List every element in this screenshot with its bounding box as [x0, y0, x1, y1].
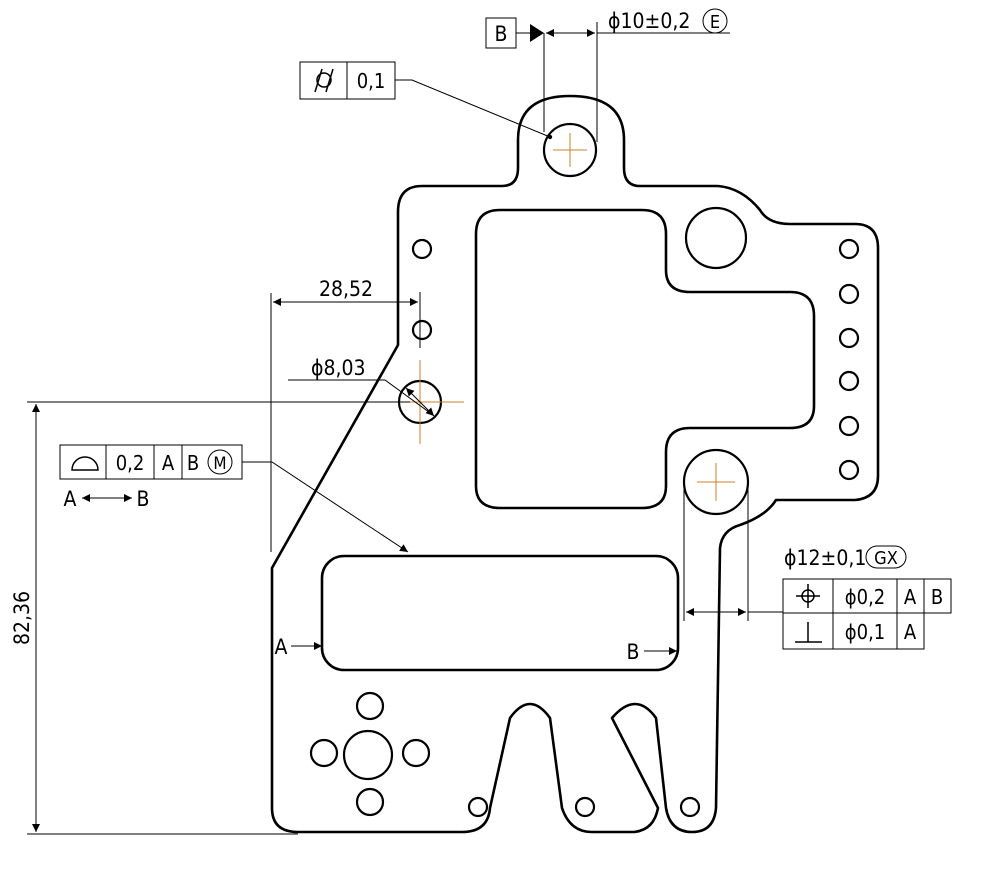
- modifier-m-text: M: [213, 454, 226, 474]
- position-datum-a: A: [904, 585, 917, 609]
- between-to: B: [137, 487, 150, 511]
- perpendicularity-frame: ϕ0,1 A: [782, 612, 925, 650]
- position-datum-b: B: [931, 585, 943, 609]
- flatness-leader: [395, 79, 551, 138]
- between-from: A: [64, 487, 77, 511]
- part-outline: [270, 94, 880, 834]
- dim-8-03-arrow: [405, 387, 435, 417]
- flatness-frame: 0,1: [299, 61, 396, 100]
- modifier-m-circle: [207, 449, 233, 475]
- datum-b-label: B: [495, 22, 508, 46]
- position-icon: [796, 584, 820, 608]
- profile-leader: [242, 461, 409, 553]
- modifier-e-text: E: [710, 12, 720, 33]
- dim-diameter-10-text: ϕ10±0,2: [608, 9, 690, 33]
- lower-slot: [320, 554, 680, 672]
- bottom-hole-3: [679, 796, 701, 818]
- position-tolerance: ϕ0,2: [845, 585, 885, 609]
- bolt-circle-pattern: [309, 691, 431, 817]
- marker-b-text: B: [627, 640, 640, 664]
- flatness-value: 0,1: [357, 69, 386, 93]
- perpendicularity-tolerance: ϕ0,1: [845, 620, 885, 644]
- profile-frame: 0,2 A B M: [59, 444, 243, 480]
- datum-b-triangle: [530, 24, 544, 42]
- cylindricity-icon: [314, 68, 334, 93]
- bottom-hole-1: [467, 796, 489, 818]
- perpendicularity-datum-a: A: [904, 620, 917, 644]
- profile-surface-icon: [71, 456, 99, 471]
- profile-datum-b: B: [187, 451, 199, 475]
- modifier-e-circle: [702, 8, 728, 34]
- marker-a-text: A: [275, 635, 288, 659]
- profile-tolerance: 0,2: [116, 451, 145, 475]
- profile-datum-a: A: [162, 451, 175, 475]
- bottom-hole-2: [574, 796, 596, 818]
- large-upper-hole: [684, 206, 748, 270]
- position-frame: ϕ0,2 A B: [782, 578, 952, 614]
- dim-diameter-12-text: ϕ12±0,1: [784, 546, 866, 570]
- left-hole-lower: [411, 319, 433, 341]
- left-hole-upper: [411, 238, 433, 260]
- upper-window: [474, 208, 816, 510]
- datum-b-box: [485, 17, 517, 49]
- between-indicator: A B: [64, 487, 150, 511]
- dim-8-03-text: ϕ8,03: [311, 356, 366, 380]
- dim-82-36-text: 82,36: [10, 591, 34, 645]
- modifier-gx-text: GX: [874, 548, 898, 569]
- perpendicularity-icon: [795, 622, 822, 643]
- modifier-gx-frame: [865, 545, 907, 569]
- center-lines: [376, 133, 735, 501]
- right-hole-column: [838, 238, 860, 481]
- dim-28-52-text: 28,52: [319, 277, 373, 301]
